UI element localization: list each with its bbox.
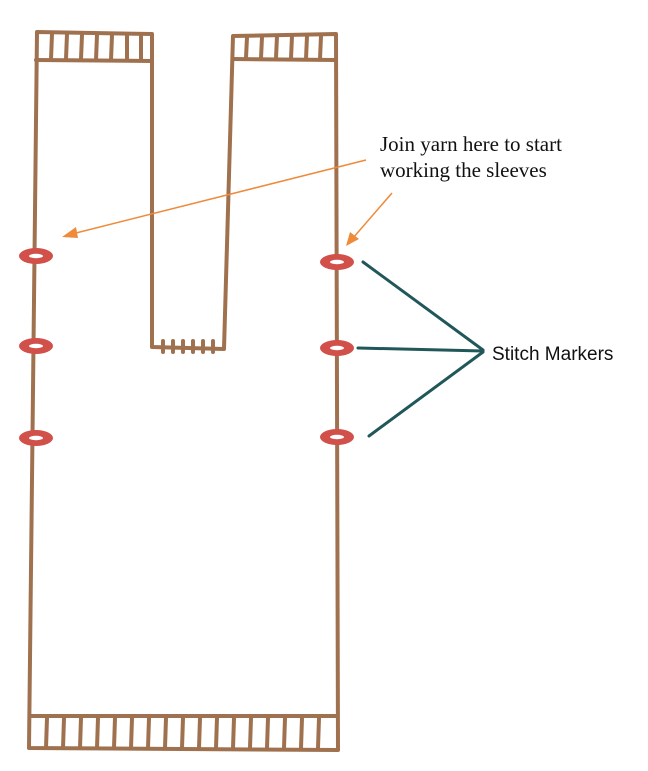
arrow-head-left (62, 227, 78, 238)
arrow-line-right (352, 192, 393, 239)
stitch-marker-pointers (356, 260, 485, 438)
ribbing-top-left (34, 32, 154, 63)
stitch-marker (19, 248, 53, 264)
stitch-markers-left (19, 248, 53, 446)
join-yarn-line-1: Join yarn here to start (380, 132, 562, 156)
ribbing-bottom (28, 714, 339, 750)
stitch-marker (320, 429, 354, 445)
arrow-head-right (346, 232, 359, 246)
stitch-marker (19, 430, 53, 446)
join-yarn-annotation: Join yarn here to start working the slee… (380, 131, 562, 183)
stitch-marker (320, 254, 354, 270)
arrow-line-left (71, 159, 367, 235)
stitch-marker (320, 340, 354, 356)
stitch-marker (19, 338, 53, 354)
ribbing-top-right (231, 34, 338, 62)
garment-outline (27, 30, 340, 752)
join-yarn-line-2: working the sleeves (380, 158, 547, 182)
stitch-markers-annotation: Stitch Markers (492, 344, 614, 365)
stitch-markers-right (320, 254, 354, 445)
join-yarn-arrows (62, 159, 393, 246)
neck-bind-off (161, 339, 215, 354)
